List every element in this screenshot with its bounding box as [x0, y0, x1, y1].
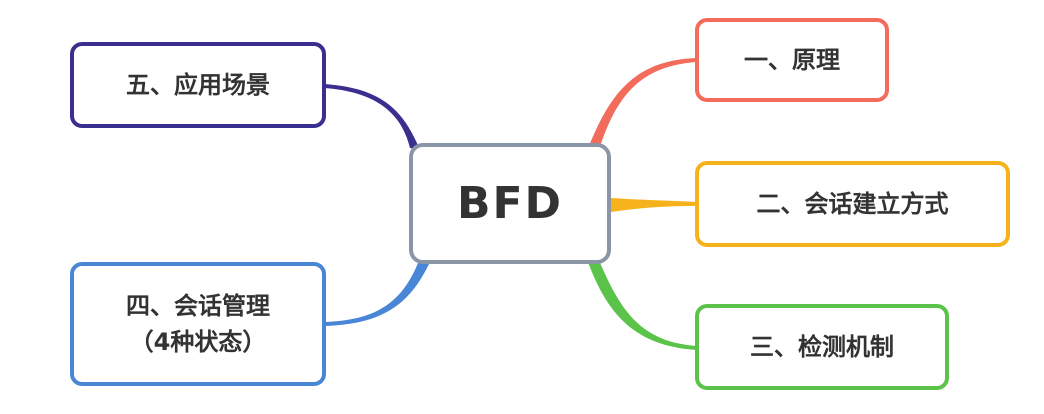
connector-scenarios [324, 84, 420, 150]
root-node: BFD [409, 143, 611, 264]
branch-label-principle: 一、原理 [744, 46, 840, 74]
branch-node-session-mgmt: 四、会话管理 （4种状态） [70, 262, 326, 386]
connector-session-setup [611, 198, 697, 212]
connector-detection [588, 258, 697, 350]
branch-node-detection: 三、检测机制 [695, 304, 949, 390]
branch-node-scenarios: 五、应用场景 [70, 42, 326, 128]
branch-label-detection: 三、检测机制 [750, 333, 894, 361]
connector-session-mgmt [324, 258, 430, 326]
branch-label-scenarios: 五、应用场景 [126, 71, 270, 99]
branch-node-principle: 一、原理 [695, 18, 889, 102]
root-label: BFD [456, 178, 564, 229]
branch-label-session-mgmt: 四、会话管理 （4种状态） [126, 292, 270, 356]
branch-node-session-setup: 二、会话建立方式 [695, 161, 1010, 247]
connector-principle [588, 58, 697, 152]
branch-label-session-setup: 二、会话建立方式 [756, 190, 949, 218]
